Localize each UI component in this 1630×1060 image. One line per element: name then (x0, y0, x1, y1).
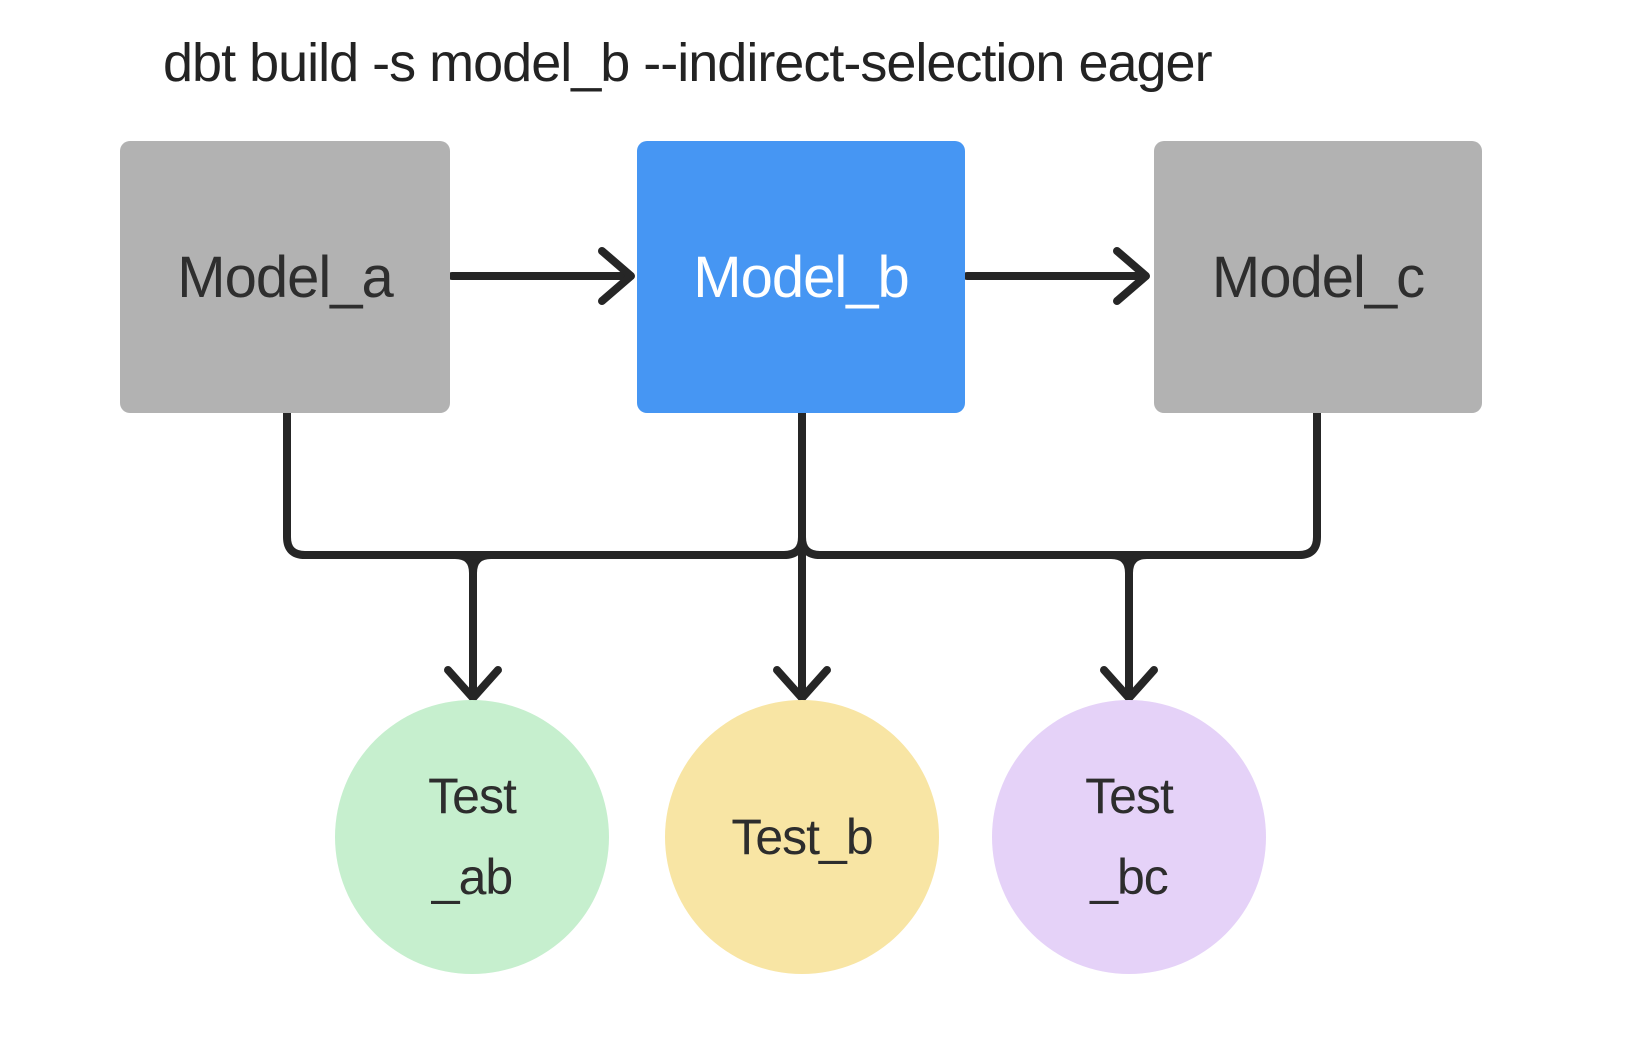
node-test-bc-label-line2: _bc (1090, 849, 1169, 905)
node-model-c: Model_c (1154, 141, 1482, 413)
node-test-ab: Test _ab (335, 700, 609, 974)
edge-model-b-to-test-b (773, 409, 831, 702)
node-test-b-label: Test_b (731, 808, 873, 865)
node-model-a-label: Model_a (177, 244, 393, 310)
edge-model-b-to-model-c (963, 247, 1150, 305)
node-test-ab-label-line1: Test (428, 768, 517, 824)
node-model-b-label: Model_b (693, 244, 909, 310)
diagram-title: dbt build -s model_b --indirect-selectio… (163, 33, 1213, 93)
node-model-c-label: Model_c (1211, 244, 1425, 310)
edge-bus-to-test-bc (1100, 551, 1158, 702)
node-model-a: Model_a (120, 141, 450, 413)
node-model-b-selected: Model_b (637, 141, 965, 413)
edge-model-a-to-model-b (448, 247, 635, 305)
node-test-bc-label-line1: Test (1085, 768, 1174, 824)
node-test-bc: Test _bc (992, 700, 1266, 974)
node-test-ab-label-line2: _ab (431, 849, 513, 905)
edge-bus-to-test-ab (444, 551, 502, 702)
node-test-b: Test_b (665, 700, 939, 974)
